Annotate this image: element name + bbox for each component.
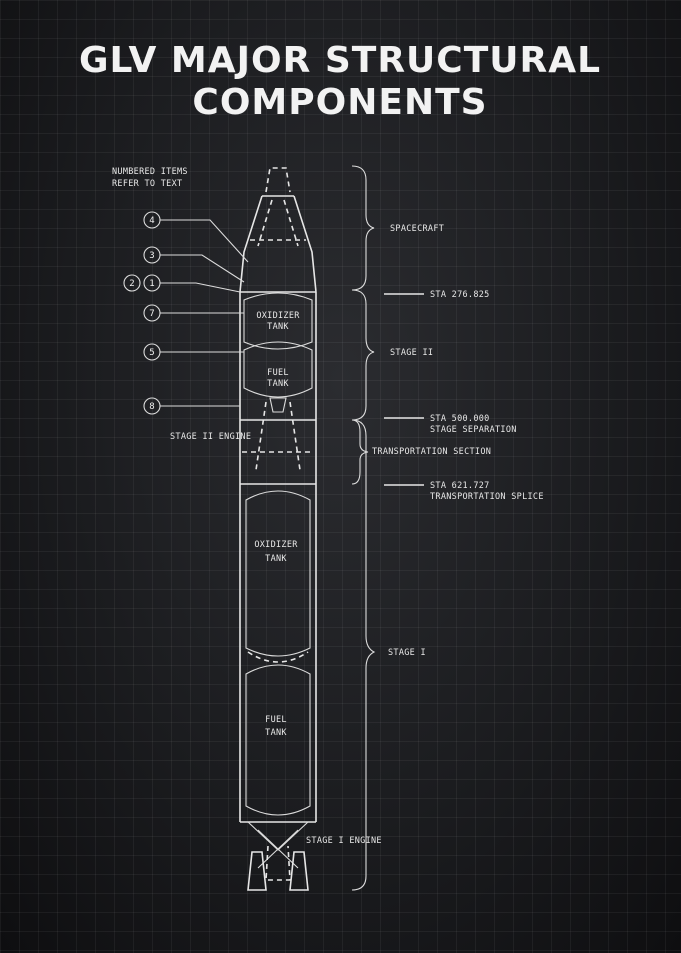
sta3-label-2: TRANSPORTATION SPLICE	[430, 492, 544, 502]
stage1-walls	[239, 484, 317, 822]
stage2-fuel-tank	[243, 341, 313, 398]
s1-fuel-label-2: TANK	[265, 728, 287, 738]
callout-number-7: 7	[149, 309, 154, 319]
brace-stage1	[351, 419, 376, 891]
callout-circle-2	[123, 274, 141, 292]
sta2-label-1: STA 500.000	[430, 414, 490, 424]
callout-number-4: 4	[149, 216, 154, 226]
s1-oxidizer-label-2: TANK	[265, 554, 287, 564]
stage1-engine-left	[247, 851, 267, 891]
callout-leader-1	[160, 282, 241, 293]
stage2-oxidizer-tank	[243, 292, 313, 350]
section-transportation: TRANSPORTATION SECTION	[372, 447, 491, 457]
section-braces	[351, 165, 376, 891]
stage2-engine-label: STAGE II ENGINE	[170, 432, 251, 442]
s1-fuel-label-1: FUEL	[265, 715, 287, 725]
s2-oxidizer-label-1: OXIDIZER	[256, 311, 300, 321]
stage1-oxidizer-tank	[245, 490, 311, 657]
stage2-engine-nozzle	[255, 401, 301, 471]
callout-number-5: 5	[149, 348, 154, 358]
title-line-2: COMPONENTS	[192, 82, 487, 123]
s2-fuel-label-1: FUEL	[267, 368, 289, 378]
engine-thrust-frame	[247, 821, 309, 851]
spacecraft-right-edge	[293, 195, 317, 293]
stage1-engine-label: STAGE I ENGINE	[306, 836, 382, 846]
callout-number-8: 8	[149, 402, 154, 412]
brace-stage2	[351, 289, 375, 421]
s2-oxidizer-label-2: TANK	[267, 322, 289, 332]
brace-spacecraft	[351, 165, 375, 291]
rocket-body	[239, 167, 317, 891]
callout-leader-3	[160, 254, 245, 283]
sta3-label-1: STA 621.727	[430, 481, 490, 491]
spacecraft-left-edge	[239, 195, 263, 293]
section-spacecraft: SPACECRAFT	[390, 224, 444, 234]
note-line-2: REFER TO TEXT	[112, 179, 182, 189]
section-stage2: STAGE II	[390, 348, 433, 358]
sta2-label-2: STAGE SEPARATION	[430, 425, 517, 435]
s2-fuel-label-2: TANK	[267, 379, 289, 389]
stage1-fuel-tank	[245, 664, 311, 816]
note-line-1: NUMBERED ITEMS	[112, 167, 188, 177]
stage1-engine-center	[265, 845, 291, 881]
stage1-intertank	[247, 651, 309, 663]
spacecraft-inner-lines	[257, 199, 299, 247]
callout-number-1: 1	[149, 279, 154, 289]
engine-cross-braces	[257, 829, 299, 869]
callout-leader-4	[160, 219, 249, 263]
s1-oxidizer-label-1: OXIDIZER	[254, 540, 298, 550]
transport-walls	[239, 420, 317, 484]
callout-number-3: 3	[149, 251, 154, 261]
brace-transportation	[351, 419, 369, 485]
stage1-engine-right	[289, 851, 309, 891]
title-line-1: GLV MAJOR STRUCTURAL	[79, 40, 601, 81]
escape-tower	[265, 167, 291, 193]
callouts: 4 3 2 1 7 5 8	[123, 211, 249, 415]
section-stage1: STAGE I	[388, 648, 426, 658]
callout-number-2: 2	[129, 279, 134, 289]
stage2-engine-head	[269, 397, 287, 413]
sta1-label: STA 276.825	[430, 290, 490, 300]
